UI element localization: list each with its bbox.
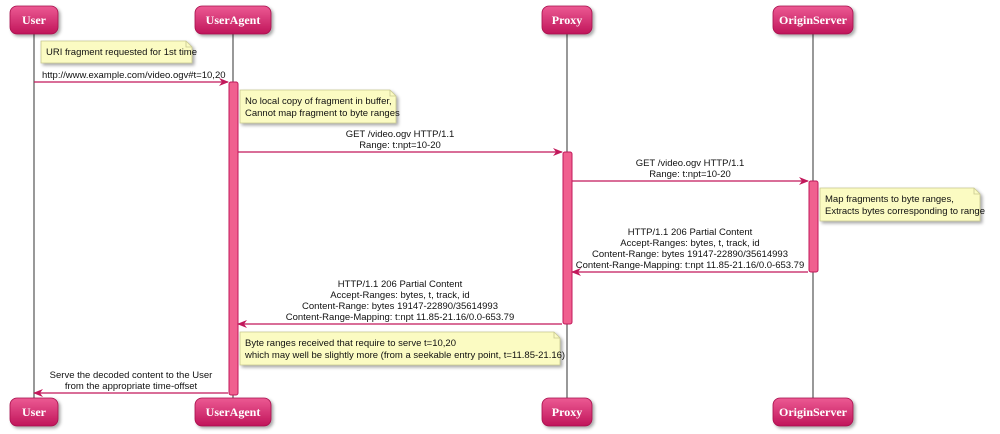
message-label-line: Content-Range: bytes 19147-22890/3561499… [592, 249, 788, 260]
message-label-line: from the appropriate time-offset [65, 381, 198, 392]
message-label-line: Content-Range-Mapping: t:npt 11.85-21.16… [286, 312, 515, 323]
activation-useragent [228, 81, 239, 396]
note-text-line: Cannot map fragment to byte ranges [245, 108, 400, 119]
participant-origin-bottom[interactable]: OriginServer [772, 397, 854, 427]
message-label-line: GET /video.ogv HTTP/1.1 [636, 158, 745, 169]
message-label-line: Serve the decoded content to the User [50, 370, 213, 381]
note-text-line: Map fragments to byte ranges, [825, 194, 954, 205]
message-label-line: Range: t:npt=10-20 [649, 169, 731, 180]
participant-origin-top[interactable]: OriginServer [772, 5, 854, 35]
participant-box [772, 397, 854, 427]
participant-label: User [22, 13, 47, 27]
participant-label: Proxy [552, 405, 582, 419]
participant-proxy-top[interactable]: Proxy [541, 5, 593, 35]
participant-user-top[interactable]: User [9, 5, 59, 35]
message-label-line: Accept-Ranges: bytes, t, track, id [620, 238, 759, 249]
participant-label: OriginServer [779, 13, 848, 27]
participant-box [9, 5, 59, 35]
note-note3: Map fragments to byte ranges,Extracts by… [819, 187, 985, 222]
participant-box [9, 397, 59, 427]
activation-proxy [562, 151, 573, 325]
participant-label: Proxy [552, 13, 582, 27]
participant-box [541, 397, 593, 427]
message-label-line: Accept-Ranges: bytes, t, track, id [330, 290, 469, 301]
message-m1: http://www.example.com/video.ogv#t=10,20 [34, 70, 229, 86]
activation-origin [808, 180, 819, 273]
note-fold-icon [389, 90, 396, 97]
note-note4: Byte ranges received that require to ser… [239, 331, 565, 366]
note-text-line: URI fragment requested for 1st time [46, 47, 197, 58]
participant-label: UserAgent [206, 405, 261, 419]
message-label-line: http://www.example.com/video.ogv#t=10,20 [42, 70, 226, 81]
participant-box [194, 5, 272, 35]
note-text-line: which may well be slightly more (from a … [244, 350, 565, 361]
message-label-line: HTTP/1.1 206 Partial Content [338, 279, 463, 290]
message-label-line: Content-Range-Mapping: t:npt 11.85-21.16… [576, 260, 805, 271]
participant-user-bottom[interactable]: User [9, 397, 59, 427]
message-label-line: GET /video.ogv HTTP/1.1 [346, 129, 455, 140]
participant-box [772, 5, 854, 35]
note-fold-icon [553, 332, 560, 339]
note-box [239, 331, 561, 366]
participant-useragent-top[interactable]: UserAgent [194, 5, 272, 35]
participant-label: User [22, 405, 47, 419]
message-label-line: HTTP/1.1 206 Partial Content [628, 227, 753, 238]
message-m5: HTTP/1.1 206 Partial ContentAccept-Range… [237, 279, 562, 328]
participant-useragent-bottom[interactable]: UserAgent [194, 397, 272, 427]
participant-proxy-bottom[interactable]: Proxy [541, 397, 593, 427]
note-box [40, 40, 193, 64]
message-label-line: Range: t:npt=10-20 [359, 140, 441, 151]
participant-box [194, 397, 272, 427]
message-m6: Serve the decoded content to the Userfro… [33, 370, 228, 397]
note-fold-icon [973, 188, 980, 195]
note-text-line: Byte ranges received that require to ser… [245, 338, 456, 349]
note-text-line: Extracts bytes corresponding to range [825, 206, 985, 217]
note-text-line: No local copy of fragment in buffer, [245, 96, 392, 107]
note-box [239, 89, 397, 124]
participant-label: UserAgent [206, 13, 261, 27]
note-note1: URI fragment requested for 1st time [40, 40, 197, 64]
participant-label: OriginServer [779, 405, 848, 419]
note-fold-icon [185, 41, 192, 48]
message-m4: HTTP/1.1 206 Partial ContentAccept-Range… [571, 227, 808, 276]
message-label-line: Content-Range: bytes 19147-22890/3561499… [302, 301, 498, 312]
participant-box [541, 5, 593, 35]
note-note2: No local copy of fragment in buffer,Cann… [239, 89, 400, 124]
note-box [819, 187, 981, 222]
